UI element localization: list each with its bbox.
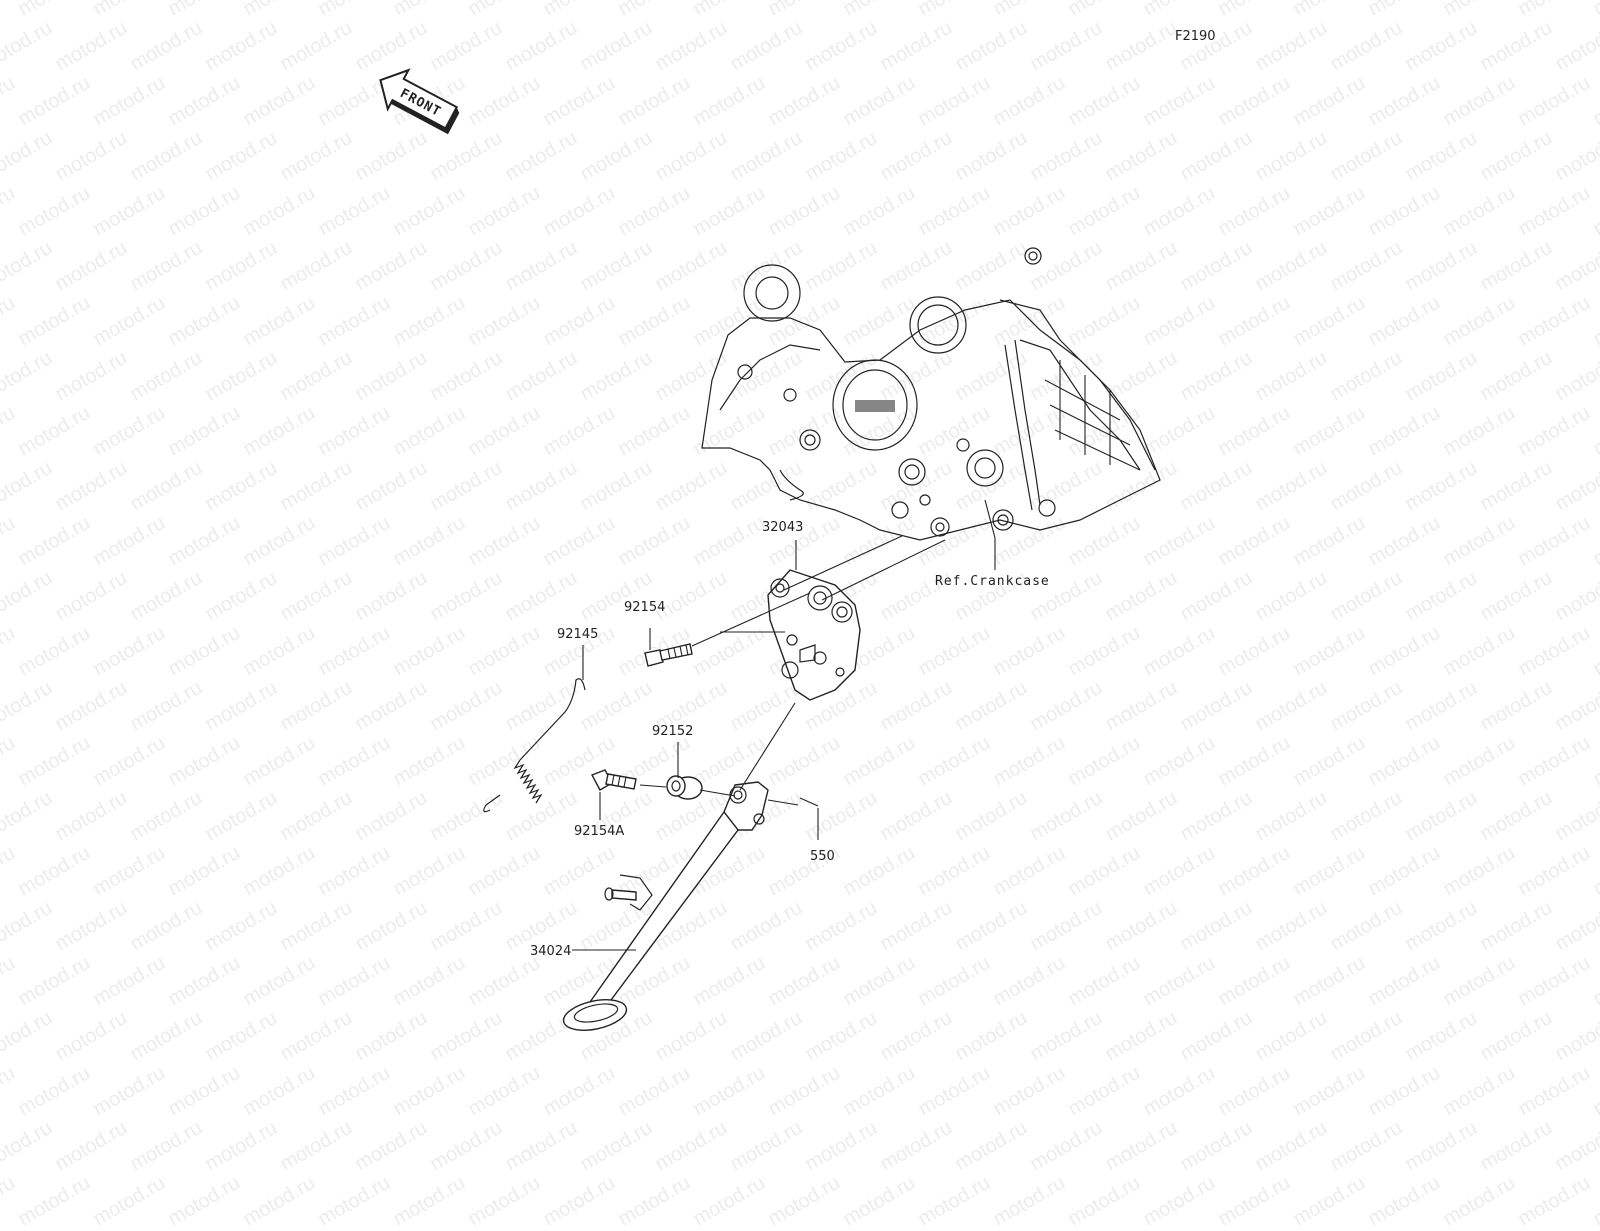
part-number-92154: 92154 — [624, 600, 665, 615]
leader-lines — [572, 499, 996, 951]
crankcase-illustration — [701, 247, 1161, 541]
figure-id: F2190 — [1175, 29, 1216, 44]
part-92152-collar — [666, 775, 703, 800]
part-number-92145: 92145 — [557, 627, 598, 642]
part-92154-bolt — [644, 643, 693, 667]
part-number-92154a: 92154A — [574, 824, 624, 839]
part-92145-spring — [483, 678, 586, 813]
part-number-92152: 92152 — [652, 724, 693, 739]
part-number-34024: 34024 — [530, 944, 571, 959]
part-92154a-bolt — [591, 769, 637, 791]
part-34024-side-stand — [562, 781, 769, 1031]
parts-diagram: F2190 FRONT — [379, 29, 1216, 1031]
part-32043-bracket — [767, 569, 861, 701]
part-550-pin — [799, 797, 819, 807]
reference-label-crankcase: Ref.Crankcase — [935, 574, 1050, 589]
part-number-32043: 32043 — [762, 520, 803, 535]
part-number-550: 550 — [810, 849, 835, 864]
front-arrow-icon: FRONT — [379, 68, 460, 135]
